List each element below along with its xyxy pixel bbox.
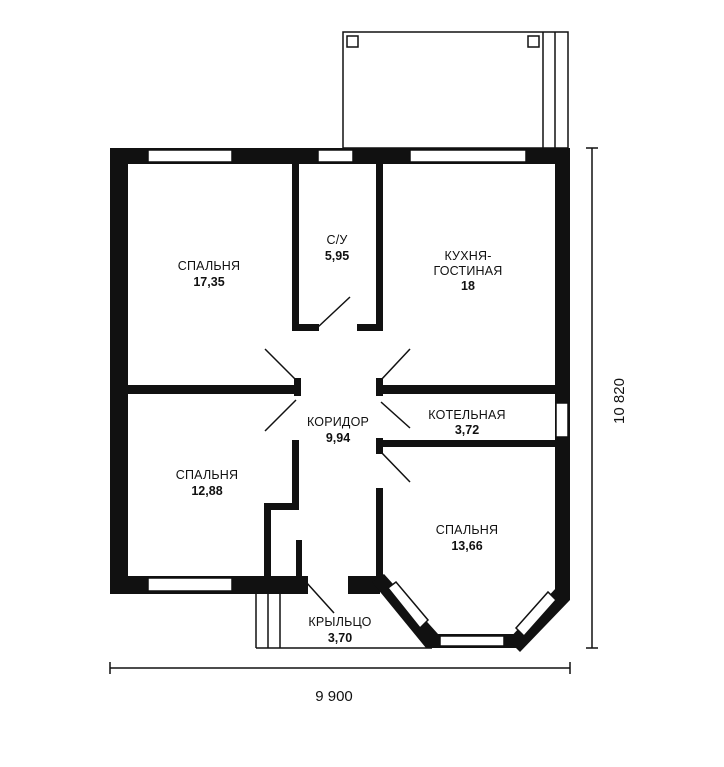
window-bay-2	[439, 635, 505, 647]
room-kitchen-living: КУХНЯ- ГОСТИНАЯ 18	[433, 249, 502, 293]
room-corridor: КОРИДОР 9,94	[307, 415, 369, 445]
door-entrance	[305, 581, 335, 614]
room-area: 17,35	[193, 275, 224, 289]
dimension-width: 9 900	[109, 662, 571, 705]
exterior-walls	[110, 148, 570, 652]
window-bay-3	[514, 590, 558, 638]
room-area: 3,70	[328, 631, 352, 645]
room-name: КОРИДОР	[307, 415, 369, 429]
window-bottom-1	[147, 577, 233, 592]
terrace-post-left	[346, 35, 359, 48]
room-bedroom-bottom-left: СПАЛЬНЯ 12,88	[176, 468, 238, 498]
room-area: 12,88	[191, 484, 222, 498]
room-name: СПАЛЬНЯ	[176, 468, 238, 482]
window-top-2	[317, 149, 354, 163]
door-kitchen	[380, 348, 411, 381]
room-name: КРЫЛЬЦО	[308, 615, 371, 629]
window-top-1	[147, 149, 233, 163]
room-area: 5,95	[325, 249, 349, 263]
width-label: 9 900	[315, 688, 353, 705]
dimension-height: 10 820	[586, 147, 628, 649]
room-area: 18	[461, 279, 475, 293]
door-bedroom-bottom-left	[264, 399, 297, 432]
door-bedroom-top-left	[264, 348, 297, 381]
interior-walls	[128, 164, 555, 593]
window-bay-1	[386, 580, 430, 630]
terrace	[342, 31, 569, 149]
room-boiler: КОТЕЛЬНАЯ 3,72	[428, 408, 505, 437]
room-name: С/У	[326, 233, 347, 247]
window-top-3	[409, 149, 527, 163]
room-porch: КРЫЛЬЦО 3,70	[308, 615, 371, 645]
porch-steps	[255, 592, 432, 649]
door-bathroom	[317, 296, 351, 328]
door-boiler	[380, 401, 411, 429]
room-area: 9,94	[326, 431, 350, 445]
room-bedroom-top-left: СПАЛЬНЯ 17,35	[178, 259, 240, 289]
room-name: КОТЕЛЬНАЯ	[428, 408, 505, 422]
room-bathroom: С/У 5,95	[325, 233, 349, 263]
room-bedroom-bottom-right: СПАЛЬНЯ 13,66	[436, 523, 498, 553]
room-name: СПАЛЬНЯ	[178, 259, 240, 273]
height-label: 10 820	[611, 378, 628, 424]
doors	[264, 296, 411, 614]
windows	[147, 149, 569, 647]
room-name: СПАЛЬНЯ	[436, 523, 498, 537]
room-area: 13,66	[451, 539, 482, 553]
room-name-line1: КУХНЯ-	[444, 249, 491, 263]
door-bedroom-bottom-right	[380, 451, 411, 483]
room-area: 3,72	[455, 423, 479, 437]
room-name-line2: ГОСТИНАЯ	[433, 264, 502, 278]
window-right-1	[555, 402, 569, 438]
terrace-post-right	[527, 35, 540, 48]
